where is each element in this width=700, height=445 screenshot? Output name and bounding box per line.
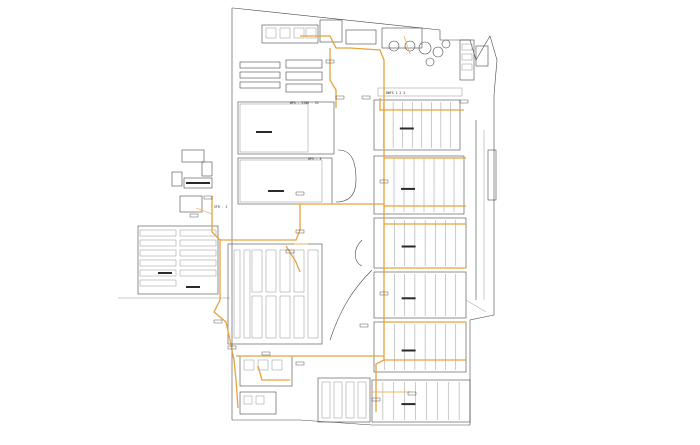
southwest-parking-lot (227, 243, 323, 345)
north-equipment-zone (261, 19, 489, 81)
middle-building: DPS - 3 (237, 157, 333, 205)
east-shed-block-6 (371, 379, 471, 423)
bay-label-bar (399, 127, 414, 130)
road-curve (335, 149, 357, 203)
annotation-tag (371, 397, 381, 402)
east-frontage (465, 120, 497, 313)
site-boundary (231, 7, 498, 426)
annotation-tag (335, 95, 345, 100)
annotation-tag (227, 345, 237, 350)
bay-label-bar (401, 245, 416, 248)
annotation-marks (189, 59, 469, 402)
east-shed-block-2 (373, 155, 465, 215)
southwest-lower-blocks (239, 355, 371, 423)
annotation-tag (213, 319, 223, 324)
middle-building-tag: DPS - 3 (308, 157, 322, 161)
east-shed-block-3 (373, 217, 467, 269)
east-shed-block-5 (373, 321, 467, 373)
east-shed-block-1: DWFS 1 2 3 (373, 87, 463, 151)
road-curve-3 (329, 269, 373, 341)
east-header-tag: DWFS 1 2 3 (386, 91, 405, 95)
annotation-tag (379, 291, 389, 296)
north-parking-strips (239, 59, 323, 93)
bay-label-bar (401, 297, 416, 300)
annotation-tag (261, 351, 271, 356)
annotation-tag (189, 213, 199, 218)
annotation-tag (361, 95, 371, 100)
annotation-tag (295, 191, 305, 196)
bay-label-bar (401, 187, 415, 190)
west-parking-grid (118, 225, 230, 299)
west-tag: STR - 2 (214, 205, 228, 209)
annotation-tag (407, 391, 417, 396)
road-curve-2 (354, 239, 363, 267)
annotation-tag (325, 59, 335, 64)
annotation-tag (295, 229, 305, 234)
bay-label-bar (401, 349, 416, 352)
annotation-tag (203, 195, 213, 200)
annotation-tag (359, 323, 369, 328)
annotation-tag (295, 361, 305, 366)
annotation-tag (285, 249, 295, 254)
utility-pipe-network (195, 35, 466, 412)
west-structures: STR - 2 (171, 149, 228, 213)
upper-building: BPS - STNG - 21 (237, 101, 335, 155)
bay-label-bar (401, 403, 416, 406)
east-shed-block-4 (373, 271, 467, 319)
annotation-tag (459, 99, 469, 104)
upper-building-tag: BPS - STNG - 21 (290, 101, 319, 105)
annotation-tag (379, 179, 389, 184)
